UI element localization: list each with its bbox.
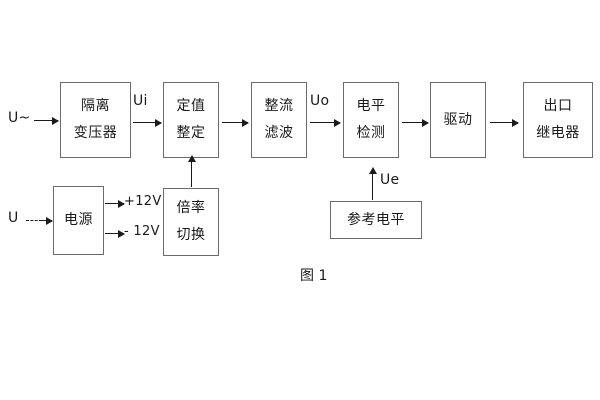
block-drive[interactable]: 驱动 (430, 82, 486, 158)
block-rectify-filter-line-2: 滤波 (264, 125, 294, 141)
block-power-supply-line-1: 电源 (64, 212, 93, 229)
arrow-ac-input-to-isolation-transformer (34, 116, 59, 125)
arrow-power-supply-rail-negative (105, 229, 125, 238)
block-output-relay[interactable]: 出口 继电器 (523, 82, 593, 158)
block-drive-line-1: 驱动 (443, 111, 473, 128)
block-rectify-filter[interactable]: 整流 滤波 (251, 82, 307, 158)
block-setpoint-setting[interactable]: 定值 整定 (163, 82, 219, 158)
rail-positive-label: +12V (124, 194, 162, 209)
block-power-supply[interactable]: 电源 (53, 186, 104, 255)
ui-signal-label: Ui (133, 93, 148, 109)
arrow-isolation-transformer-to-setpoint-setting (133, 118, 162, 127)
block-multiplier-switch-line-2: 切换 (176, 227, 206, 243)
ac-input-label: U~ (8, 110, 31, 126)
arrow-dc-input-to-power-supply (40, 216, 53, 225)
arrow-reference-level-to-level-detection (368, 167, 377, 200)
block-isolation-transformer-line-2: 变压器 (73, 125, 118, 141)
dashed-lead-dc-input (26, 220, 42, 221)
block-level-detection-line-1: 电平 (356, 98, 386, 115)
block-isolation-transformer-line-1: 隔离 (81, 98, 110, 115)
ue-signal-label: Ue (380, 172, 400, 188)
block-multiplier-switch-line-1: 倍率 (176, 200, 206, 217)
arrow-drive-to-output-relay (490, 118, 519, 127)
block-rectify-filter-line-1: 整流 (264, 98, 294, 115)
block-reference-level[interactable]: 参考电平 (330, 201, 422, 239)
dc-input-label: U (8, 210, 19, 226)
block-level-detection[interactable]: 电平 检测 (343, 82, 399, 158)
arrow-power-supply-rail-positive (105, 199, 125, 208)
block-setpoint-setting-line-1: 定值 (176, 98, 206, 115)
arrow-multiplier-switch-to-setpoint-setting (187, 155, 196, 187)
figure-caption: 图 1 (300, 268, 328, 284)
block-output-relay-line-2: 继电器 (536, 125, 580, 141)
arrow-level-detection-to-drive (402, 118, 429, 127)
block-setpoint-setting-line-2: 整定 (176, 125, 206, 141)
block-reference-level-line-1: 参考电平 (347, 211, 405, 228)
block-level-detection-line-2: 检测 (356, 125, 386, 141)
block-output-relay-line-1: 出口 (543, 98, 573, 115)
arrow-setpoint-setting-to-rectify-filter (222, 118, 249, 127)
block-isolation-transformer[interactable]: 隔离 变压器 (60, 82, 131, 158)
arrow-rectify-filter-to-level-detection (310, 118, 341, 127)
block-multiplier-switch[interactable]: 倍率 切换 (163, 188, 219, 256)
uo-signal-label: Uo (310, 93, 330, 109)
rail-negative-label: - 12V (124, 224, 160, 239)
